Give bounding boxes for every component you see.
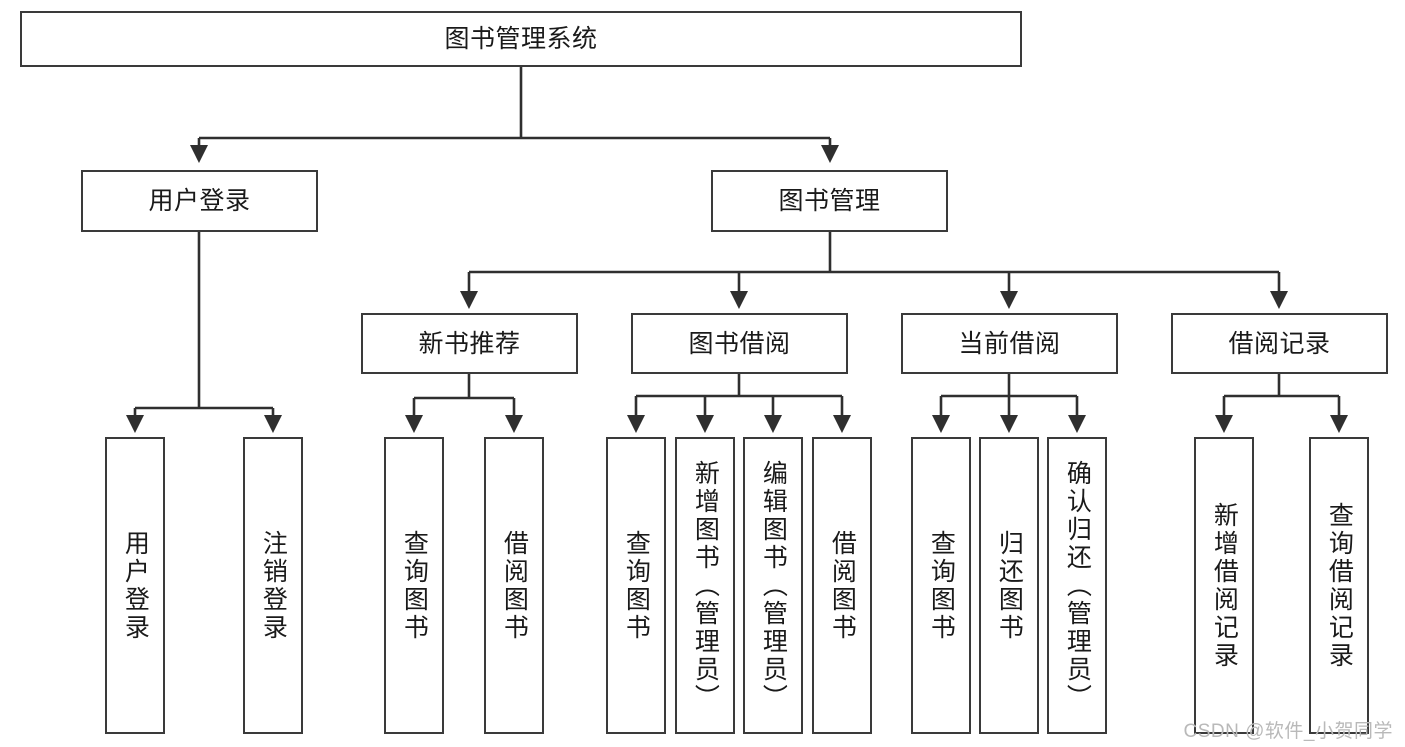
leaf-borrow-book-recommend-label: 借阅图书 [500,529,529,642]
leaf-return-book[interactable]: 归还图书 [979,437,1039,734]
leaf-edit-book-admin-label: 编辑图书（管理员） [759,459,788,712]
node-borrow-record-label: 借阅记录 [1228,329,1331,358]
leaf-query-book-current-label: 查询图书 [927,529,956,642]
node-book-borrow[interactable]: 图书借阅 [631,313,848,374]
node-book-management[interactable]: 图书管理 [711,170,948,232]
leaf-borrow-book[interactable]: 借阅图书 [812,437,872,734]
node-book-management-label: 图书管理 [778,187,881,215]
leaf-edit-book-admin[interactable]: 编辑图书（管理员） [743,437,803,734]
leaf-add-borrow-record[interactable]: 新增借阅记录 [1194,437,1254,734]
leaf-user-login-label: 用户登录 [121,529,150,642]
leaf-query-book-recommend[interactable]: 查询图书 [384,437,444,734]
leaf-logout[interactable]: 注销登录 [243,437,303,734]
leaf-add-book-admin[interactable]: 新增图书（管理员） [675,437,735,734]
node-borrow-record[interactable]: 借阅记录 [1171,313,1388,374]
leaf-add-book-admin-label: 新增图书（管理员） [691,459,720,712]
leaf-query-borrow-record[interactable]: 查询借阅记录 [1309,437,1369,734]
node-new-book-recommend[interactable]: 新书推荐 [361,313,578,374]
node-current-borrow-label: 当前借阅 [958,329,1061,358]
leaf-query-book-current[interactable]: 查询图书 [911,437,971,734]
leaf-query-book-recommend-label: 查询图书 [400,529,429,642]
leaf-borrow-book-label: 借阅图书 [828,529,857,642]
leaf-add-borrow-record-label: 新增借阅记录 [1210,501,1239,670]
node-root[interactable]: 图书管理系统 [20,11,1022,67]
leaf-query-book-borrow[interactable]: 查询图书 [606,437,666,734]
leaf-user-login[interactable]: 用户登录 [105,437,165,734]
node-book-borrow-label: 图书借阅 [688,329,791,358]
leaf-query-book-borrow-label: 查询图书 [622,529,651,642]
node-new-book-recommend-label: 新书推荐 [418,329,521,358]
leaf-logout-label: 注销登录 [259,529,288,642]
watermark: CSDN @软件_小贺同学 [1183,721,1393,742]
leaf-confirm-return-admin-label: 确认归还（管理员） [1063,459,1092,712]
leaf-borrow-book-recommend[interactable]: 借阅图书 [484,437,544,734]
node-user-login-label: 用户登录 [148,187,251,215]
leaf-return-book-label: 归还图书 [995,529,1024,642]
node-current-borrow[interactable]: 当前借阅 [901,313,1118,374]
leaf-query-borrow-record-label: 查询借阅记录 [1325,501,1354,670]
leaf-confirm-return-admin[interactable]: 确认归还（管理员） [1047,437,1107,734]
node-user-login[interactable]: 用户登录 [81,170,318,232]
node-root-label: 图书管理系统 [444,25,598,53]
